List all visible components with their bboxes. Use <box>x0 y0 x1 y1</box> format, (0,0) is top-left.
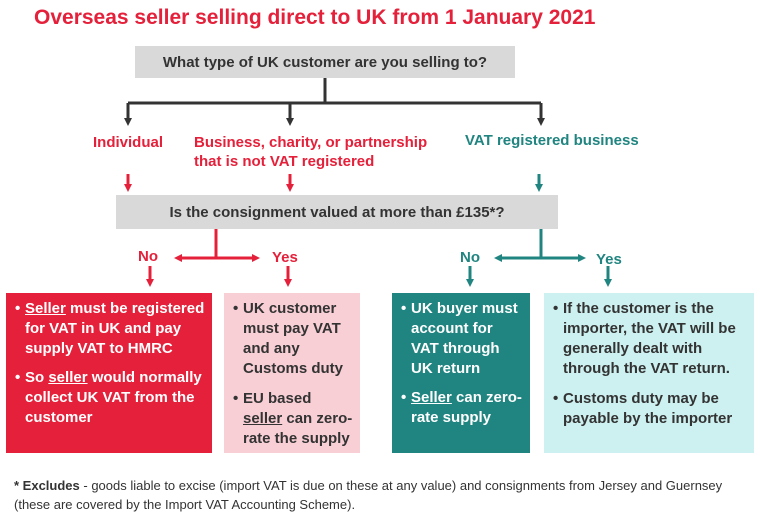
outcome-buyer-accounts-bullet1: UK buyer must account for VAT through UK… <box>401 299 524 379</box>
option-vat-registered: VAT registered business <box>465 132 639 149</box>
outcome-customer-pays-bullet2: EU based seller can zero-rate the supply <box>233 389 354 449</box>
outcome-importer-vat-bullet2: Customs duty may be payable by the impor… <box>553 389 748 429</box>
option-unregistered-business: Business, charity, or partnership that i… <box>194 133 427 171</box>
outcome-customer-pays: UK customer must pay VAT and any Customs… <box>224 293 360 453</box>
diagram-title: Overseas seller selling direct to UK fro… <box>34 6 596 29</box>
footnote-text: - goods liable to excise (import VAT is … <box>14 478 723 512</box>
outcome-customer-pays-bullet1: UK customer must pay VAT and any Customs… <box>233 299 354 379</box>
customer-type-question: What type of UK customer are you selling… <box>135 46 515 78</box>
outcome-buyer-accounts: UK buyer must account for VAT through UK… <box>392 293 530 453</box>
footnote: * Excludes - goods liable to excise (imp… <box>14 476 750 514</box>
left-split-lines <box>146 229 292 287</box>
outcome-importer-vat: If the customer is the importer, the VAT… <box>544 293 754 453</box>
outcome-buyer-accounts-bullet2: Seller can zero-rate supply <box>401 388 524 428</box>
outcome-seller-registers-bullet2: So seller would normally collect UK VAT … <box>15 368 206 428</box>
outcome-seller-registers-bullet1: Seller must be registered for VAT in UK … <box>15 299 206 359</box>
option-arrows <box>124 174 543 192</box>
branch-left-yes: Yes <box>272 249 298 266</box>
branch-left-no: No <box>138 248 158 265</box>
outcome-importer-vat-bullet1: If the customer is the importer, the VAT… <box>553 299 748 379</box>
footnote-label: * Excludes <box>14 478 80 493</box>
branch-right-yes: Yes <box>596 251 622 268</box>
right-split-lines <box>466 229 612 287</box>
consignment-value-question: Is the consignment valued at more than £… <box>116 195 558 229</box>
top-branch-lines <box>124 78 545 126</box>
branch-right-no: No <box>460 249 480 266</box>
option-individual: Individual <box>93 134 164 151</box>
option-unregistered-business-line2: that is not VAT registered <box>194 153 375 170</box>
outcome-seller-registers: Seller must be registered for VAT in UK … <box>6 293 212 453</box>
option-unregistered-business-line1: Business, charity, or partnership <box>194 134 428 151</box>
